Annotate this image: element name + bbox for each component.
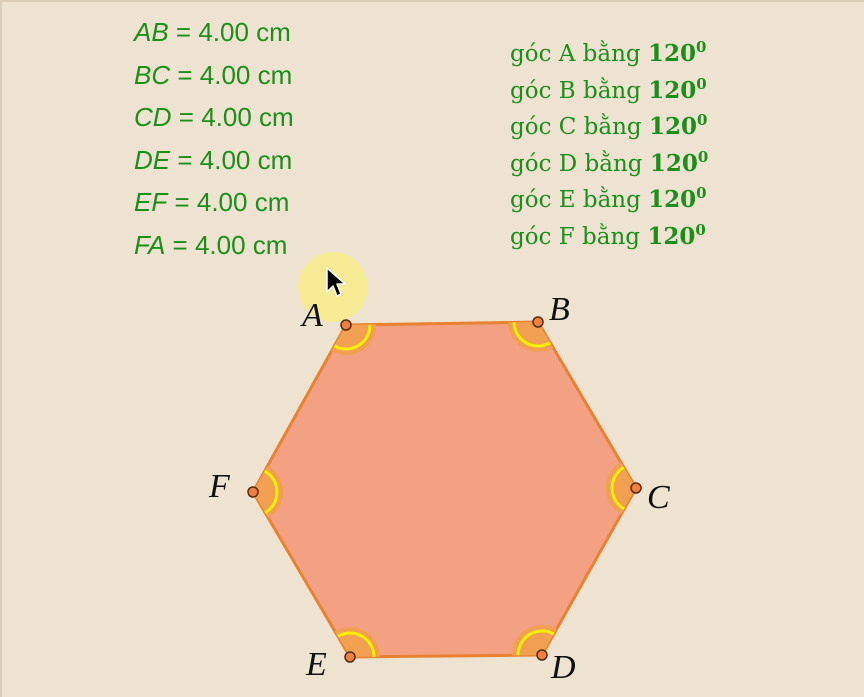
angle-value: 120 bbox=[647, 222, 696, 250]
vertex-label-d: D bbox=[550, 649, 576, 686]
angle-sector-a bbox=[331, 324, 376, 355]
vertex-label-e: E bbox=[305, 646, 327, 683]
measure-de: DE = 4.00 cm bbox=[134, 142, 294, 185]
angle-label: góc D bằng bbox=[510, 150, 643, 177]
angle-c-row: góc C bằng 1200 bbox=[510, 109, 708, 146]
vertex-point-f[interactable] bbox=[247, 486, 259, 498]
hexagon[interactable] bbox=[251, 320, 638, 659]
angle-value: 120 bbox=[649, 149, 698, 177]
angle-arc-a bbox=[333, 324, 372, 351]
vertex-point-b[interactable] bbox=[532, 316, 544, 328]
angle-label: góc B bằng bbox=[510, 77, 641, 104]
segment-length: = 4.00 cm bbox=[177, 144, 293, 175]
degree-mark: 0 bbox=[695, 38, 707, 56]
vertex-point-a[interactable] bbox=[340, 319, 352, 331]
segment-name: CD bbox=[134, 102, 172, 132]
measure-fa: FA = 4.00 cm bbox=[134, 227, 294, 270]
angle-d-row: góc D bằng 1200 bbox=[510, 146, 708, 183]
angle-sector-c bbox=[606, 462, 636, 515]
angle-label: góc C bằng bbox=[510, 114, 642, 140]
angle-label: góc F bằng bbox=[510, 223, 641, 250]
angle-a-row: góc A bằng 1200 bbox=[510, 36, 708, 73]
degree-mark: 0 bbox=[697, 147, 709, 166]
angle-arc-f bbox=[263, 469, 279, 514]
segment-name: FA bbox=[134, 229, 166, 260]
angle-arc-b bbox=[512, 322, 551, 348]
vertex-point-c[interactable] bbox=[630, 482, 642, 494]
vertex-label-c: C bbox=[647, 479, 670, 516]
side-length-list: AB = 4.00 cm BC = 4.00 cm CD = 4.00 cm D… bbox=[134, 14, 294, 269]
angle-label: góc E bằng bbox=[510, 187, 641, 213]
angle-label: góc A bằng bbox=[510, 41, 641, 67]
degree-mark: 0 bbox=[696, 74, 707, 93]
angle-b-row: góc B bằng 1200 bbox=[510, 73, 708, 110]
angle-sector-f bbox=[253, 465, 284, 518]
measure-ab: AB = 4.00 cm bbox=[134, 14, 294, 57]
segment-length: = 4.00 cm bbox=[172, 229, 288, 260]
segment-length: = 4.00 cm bbox=[178, 102, 294, 132]
segment-name: DE bbox=[134, 144, 171, 175]
angle-f-row: góc F bằng 1200 bbox=[510, 219, 708, 256]
angle-value: 120 bbox=[648, 76, 697, 104]
mouse-cursor-icon bbox=[326, 267, 346, 297]
segment-length: = 4.00 cm bbox=[177, 59, 293, 90]
angle-arc-d bbox=[516, 629, 555, 656]
angle-markers bbox=[253, 322, 636, 657]
vertex-label-a: A bbox=[300, 297, 323, 334]
vertex-label-f: F bbox=[208, 468, 231, 505]
vertex-labels: A B C D E F bbox=[208, 291, 670, 686]
measure-ef: EF = 4.00 cm bbox=[134, 184, 294, 227]
segment-name: AB bbox=[134, 17, 169, 47]
vertex-points bbox=[247, 316, 642, 663]
measure-cd: CD = 4.00 cm bbox=[134, 99, 294, 142]
frame-left-border bbox=[0, 0, 2, 697]
segment-length: = 4.00 cm bbox=[174, 187, 290, 217]
vertex-label-b: B bbox=[549, 291, 570, 328]
vertex-point-d[interactable] bbox=[536, 649, 548, 661]
angle-value: 120 bbox=[648, 113, 697, 140]
degree-mark: 0 bbox=[696, 184, 707, 202]
segment-length: = 4.00 cm bbox=[175, 17, 291, 47]
angle-arc-c bbox=[610, 466, 626, 511]
angle-arc-e bbox=[337, 631, 376, 657]
angle-value: 120 bbox=[648, 186, 697, 213]
vertex-point-e[interactable] bbox=[344, 651, 356, 663]
frame-top-border bbox=[0, 0, 864, 2]
angle-measure-list: góc A bằng 1200 góc B bằng 1200 góc C bằ… bbox=[510, 36, 708, 255]
angle-value: 120 bbox=[647, 40, 696, 67]
segment-name: BC bbox=[134, 59, 171, 90]
degree-mark: 0 bbox=[695, 220, 706, 239]
angle-e-row: góc E bằng 1200 bbox=[510, 182, 708, 219]
degree-mark: 0 bbox=[696, 111, 708, 129]
measure-bc: BC = 4.00 cm bbox=[134, 57, 294, 100]
segment-name: EF bbox=[134, 187, 168, 217]
